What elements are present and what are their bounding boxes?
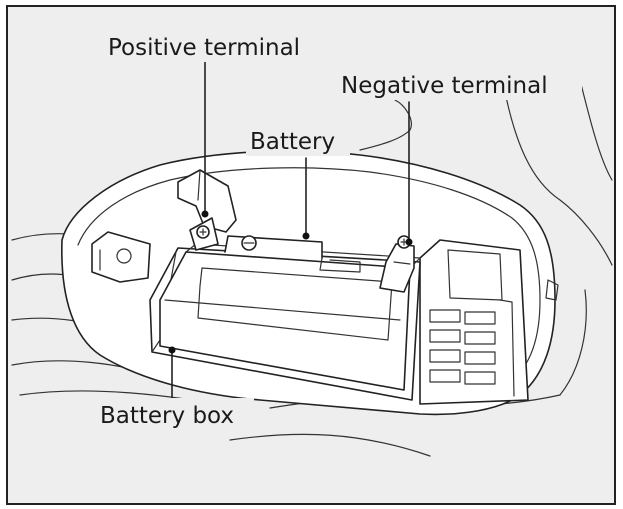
positive-terminal-label: Positive terminal <box>108 35 300 61</box>
positive-terminal-pointer-dot <box>201 210 209 218</box>
negative-terminal <box>379 235 415 293</box>
leader-lines <box>168 61 413 399</box>
battery-pointer-dot <box>302 232 310 240</box>
positive-terminal <box>177 169 237 251</box>
negative-terminal-pointer-dot <box>405 238 413 246</box>
battery-label: Battery <box>250 129 335 155</box>
fuse-block <box>419 239 559 405</box>
battery-box-pointer-dot <box>168 346 176 354</box>
battery <box>159 235 421 391</box>
left-bracket <box>91 231 151 283</box>
negative-terminal-label: Negative terminal <box>341 73 548 99</box>
battery-box-label: Battery box <box>100 403 234 429</box>
